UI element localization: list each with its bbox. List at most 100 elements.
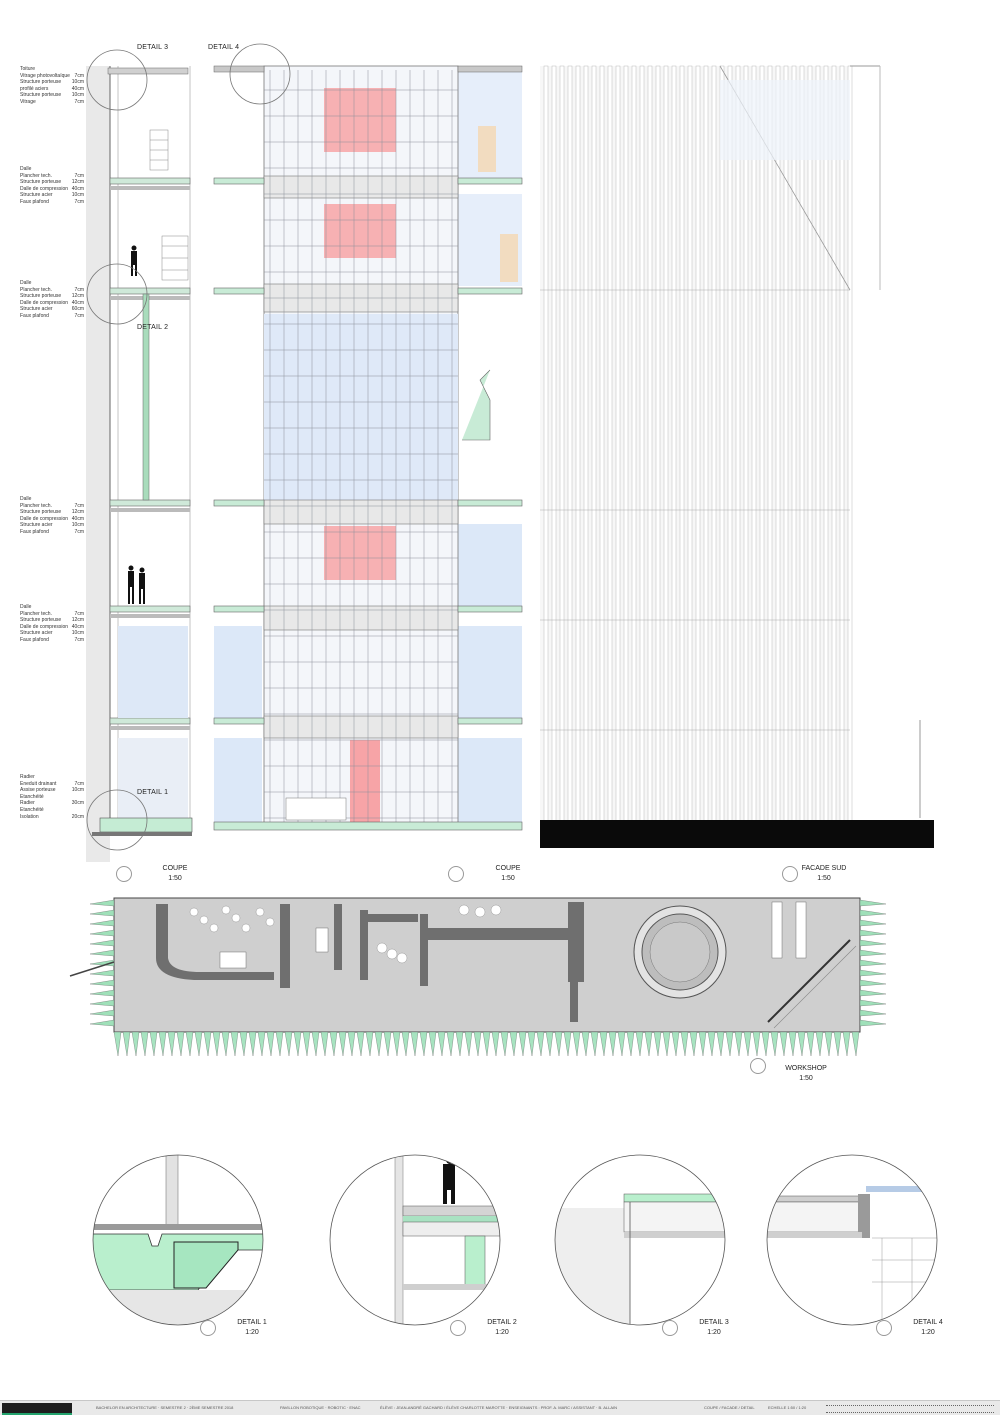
detail-name: DETAIL 1 [237,1319,267,1326]
plan-fin [89,1009,115,1017]
plan-fin [815,1031,824,1057]
section-mid-drawing [213,43,523,831]
plan-fin [473,1031,482,1057]
plan-fin [824,1031,833,1057]
layer-thickness: 7cm [74,502,84,509]
facade-fin [687,65,693,823]
plan-fin [275,1031,284,1057]
plan-fin [221,1031,230,1057]
facade-ref-marker [782,866,798,882]
facade-fin [711,65,717,823]
facade-fin [615,65,621,823]
section-ref-marker [116,866,132,882]
plan-fin [581,1031,590,1057]
plan-fin [113,1031,122,1057]
layer-name: Structure porteuse [20,179,62,186]
layer-spec-row: Dalle [20,496,84,503]
footer-north-pattern [826,1405,994,1413]
footer-bar: BACHELOR EN ARCHITECTURE · SEMESTRE 2 · … [0,1400,1000,1415]
plan-fin [859,909,887,917]
detail1-drawing [92,1154,264,1326]
layer-thickness: 40cm [71,515,84,522]
facade-fin [647,65,653,823]
plan-fin [89,999,115,1007]
section-mid-name: COUPE [495,865,521,872]
footer-project: PAVILLON ROBOTIQUE · ROBOTIC · ENAC [280,1405,361,1410]
layer-thickness: 60cm [71,306,84,313]
section-left-drawing [86,49,193,862]
plan-fin [89,909,115,917]
plan-fin [859,949,887,957]
detail-ref-marker [876,1320,892,1336]
plan-fin [806,1031,815,1057]
detail-scale: 1:20 [245,1329,259,1336]
plan-fin [500,1031,509,1057]
layer-name: Dalle de compression [20,299,69,306]
plan-fin [491,1031,500,1057]
layer-spec-row: Plancher tech.7cm [20,287,84,294]
facade-fin [631,65,637,823]
layer-name: profilé aciers [20,85,49,92]
layer-name: Structure acier [20,630,53,637]
plan-fin [320,1031,329,1057]
detail-name: DETAIL 2 [487,1319,517,1326]
layer-thickness: 20cm [71,813,84,820]
plan-fin [194,1031,203,1057]
footer-course: BACHELOR EN ARCHITECTURE · SEMESTRE 2 · … [96,1405,234,1410]
detail-name: DETAIL 4 [913,1319,943,1326]
plan-fin [203,1031,212,1057]
layer-name: Vitrage photovoltaïque [20,72,70,79]
layer-thickness: 40cm [71,623,84,630]
footer-sheet: COUPE / FACADE / DETAIL [704,1405,755,1410]
plan-fin [212,1031,221,1057]
layer-thickness: 7cm [74,312,84,319]
facade-drawing [540,65,934,848]
plan-fin [185,1031,194,1057]
plan-fin [347,1031,356,1057]
layer-thickness: 40cm [71,85,84,92]
plan-fin [859,959,887,967]
facade-fin [623,65,629,823]
facade-fin [839,65,845,823]
section-left-name: COUPE [162,865,188,872]
plan-fin [689,1031,698,1057]
plan-fin [89,969,115,977]
plan-fin [797,1031,806,1057]
layer-name: Etanchéité [20,806,44,813]
plan-fin [770,1031,779,1057]
layer-name: Structure acier [20,192,53,199]
plan-fin [761,1031,770,1057]
plan-fin [698,1031,707,1057]
facade-fin [599,65,605,823]
plan-fin [527,1031,536,1057]
facade-fin [831,65,837,823]
layer-name: Etanchéité [20,793,44,800]
plan-fin [89,979,115,987]
plan-fin [509,1031,518,1057]
workshop-title: WORKSHOP 1:50 [776,1064,836,1084]
plan-fin [89,989,115,997]
plan-fin [464,1031,473,1057]
facade-fin [719,65,725,823]
plan-fin [230,1031,239,1057]
plan-fin [859,979,887,987]
plan-fin [374,1031,383,1057]
plan-fin [89,939,115,947]
layer-thickness: 7cm [74,780,84,787]
plan-fin [680,1031,689,1057]
layer-name: Plancher tech. [20,610,52,617]
layer-thickness: 12cm [71,509,84,516]
facade-fin [655,65,661,823]
detail4-label: DETAIL 4 [208,44,240,51]
